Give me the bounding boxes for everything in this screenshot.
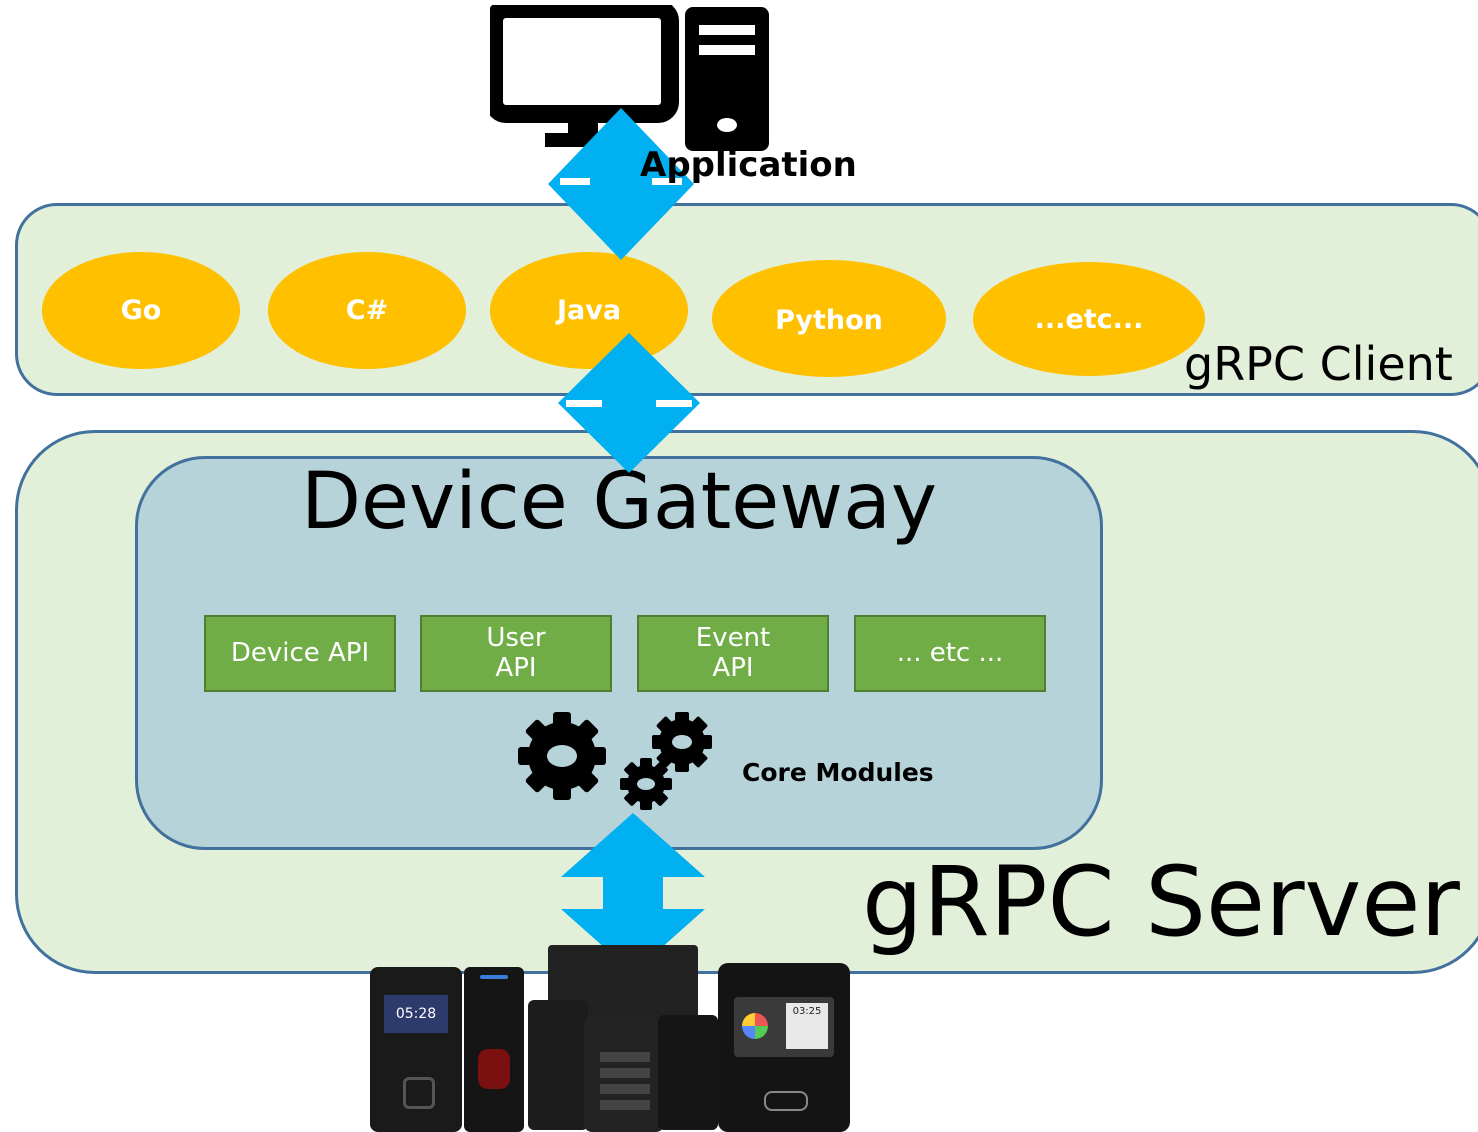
gears-icon <box>518 712 712 810</box>
api-box-user: User API <box>420 615 612 692</box>
api-box-event: Event API <box>637 615 829 692</box>
grpc-server-label: gRPC Server <box>862 846 1460 958</box>
core-modules-label: Core Modules <box>742 758 934 787</box>
devices-image: 05:28 03:25 <box>370 945 853 1132</box>
face-terminal-clock: 03:25 <box>786 1003 828 1049</box>
language-java: Java <box>490 252 688 369</box>
arrow-client-to-gateway <box>558 333 700 473</box>
terminal-device: 05:28 <box>370 967 462 1132</box>
terminal-screen: 05:28 <box>384 995 448 1033</box>
arrow-app-to-client <box>548 108 694 260</box>
api-box-etc: ... etc ... <box>854 615 1046 692</box>
device-gateway-title: Device Gateway <box>300 457 938 547</box>
fingerprint-device <box>464 967 524 1132</box>
grpc-client-label: gRPC Client <box>1184 337 1453 391</box>
language-python: Python <box>712 260 946 377</box>
arrow-gateway-to-devices <box>561 813 705 973</box>
application-label: Application <box>640 145 857 185</box>
language-go: Go <box>42 252 240 369</box>
language-csharp: C# <box>268 252 466 369</box>
face-terminal-device: 03:25 <box>718 963 850 1132</box>
api-box-device: Device API <box>204 615 396 692</box>
language-etc: ...etc... <box>973 262 1205 376</box>
controller-device <box>528 945 718 1132</box>
